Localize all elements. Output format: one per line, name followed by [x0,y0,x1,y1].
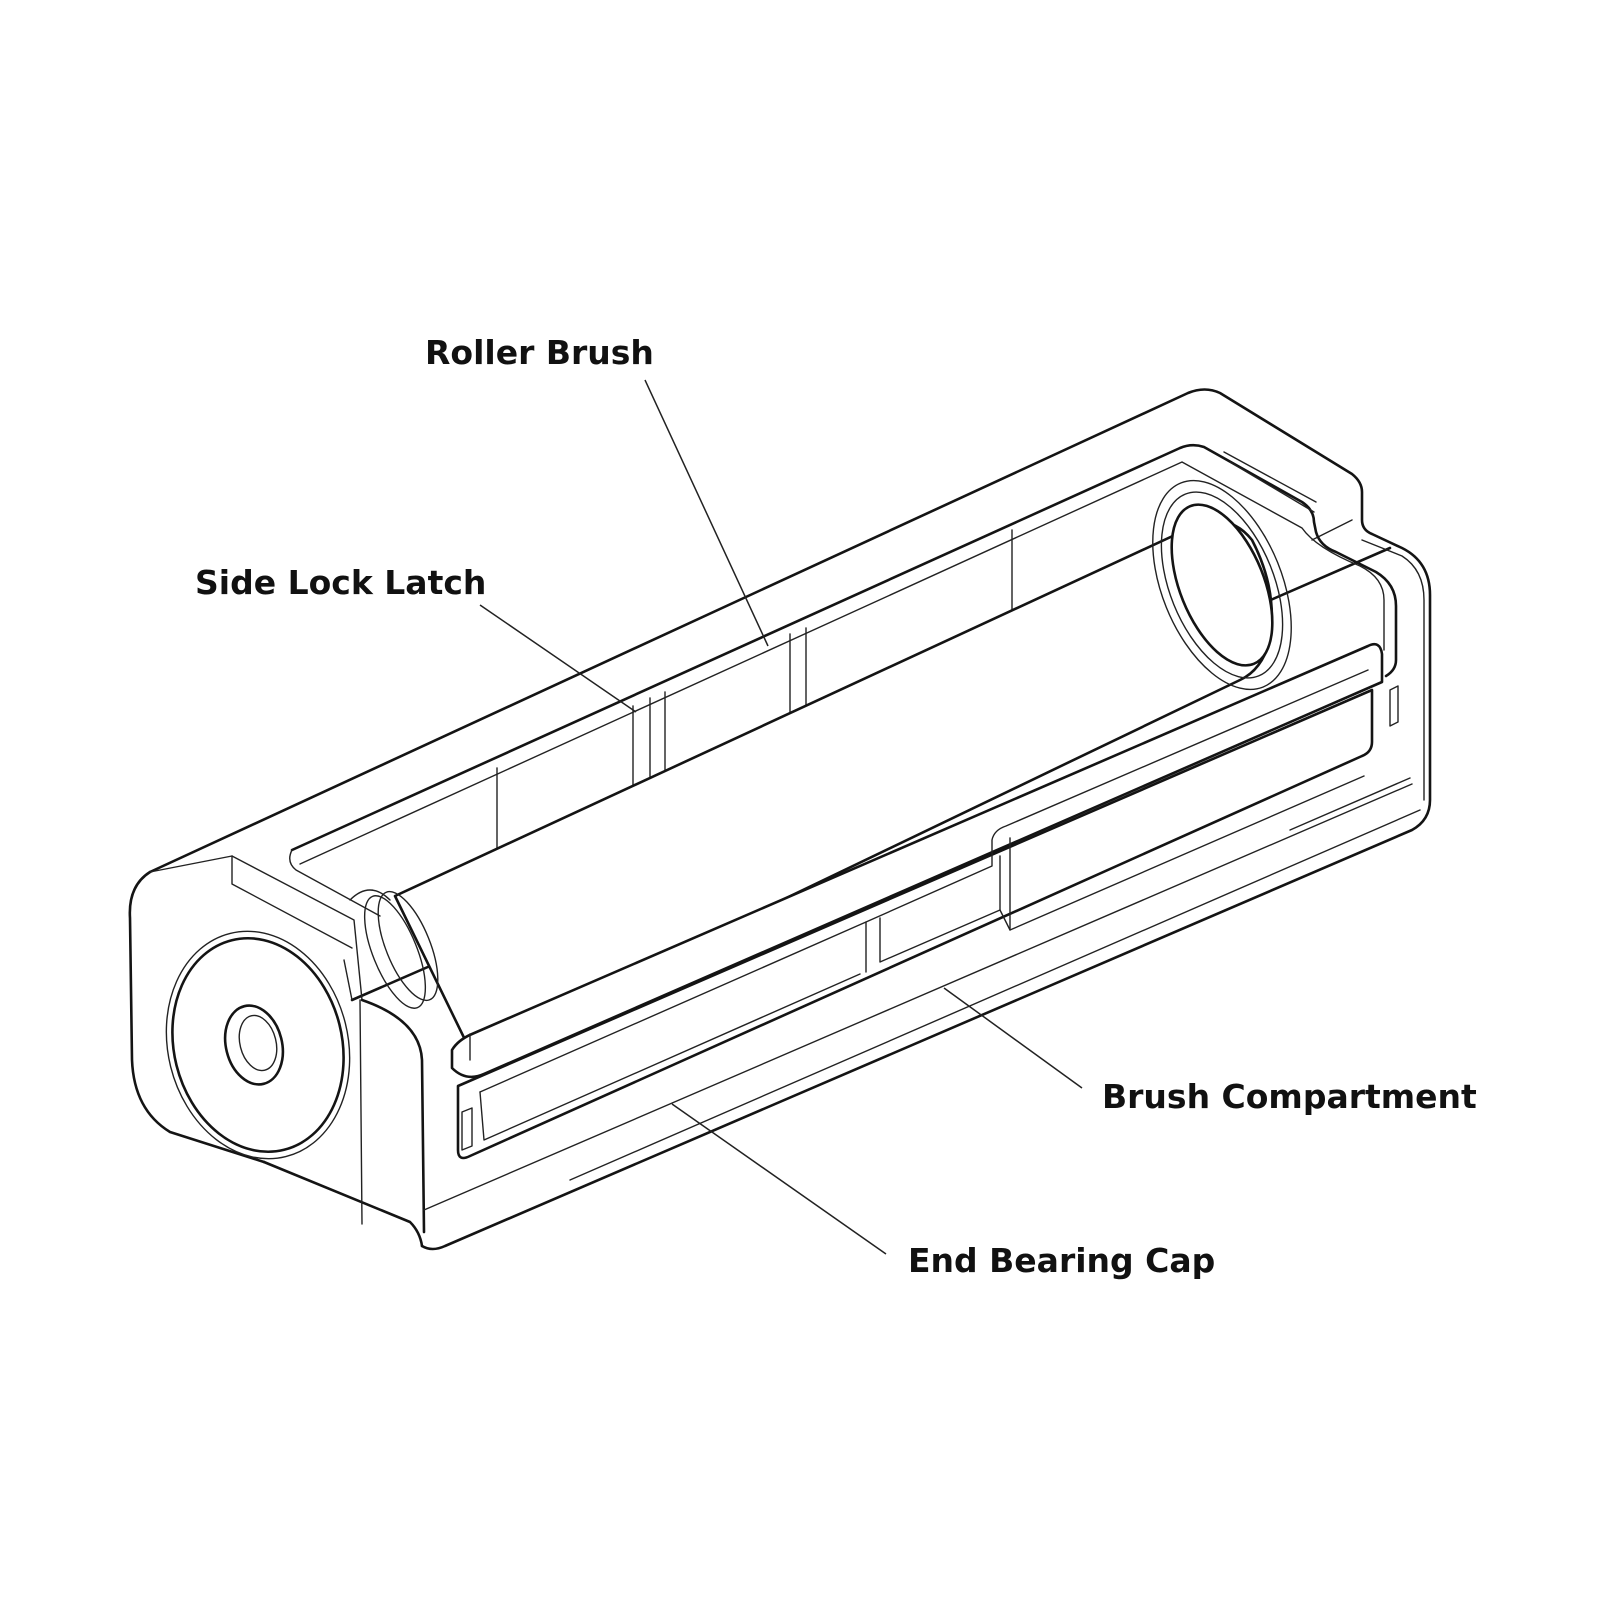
label-end-bearing-cap: End Bearing Cap [908,1241,1216,1280]
label-brush-compartment: Brush Compartment [1102,1077,1477,1116]
label-side-lock-latch: Side Lock Latch [195,563,487,602]
roller-brush [349,479,1292,1052]
leader-end-bearing-cap [671,1103,887,1255]
label-roller-brush: Roller Brush [425,333,654,372]
leader-side-lock-latch [479,604,637,713]
end-bearing-cap [165,930,351,1160]
leader-roller-brush [644,379,769,647]
brush-compartment [450,642,1399,1160]
leader-brush-compartment [943,987,1083,1089]
leader-lines [479,379,1083,1255]
